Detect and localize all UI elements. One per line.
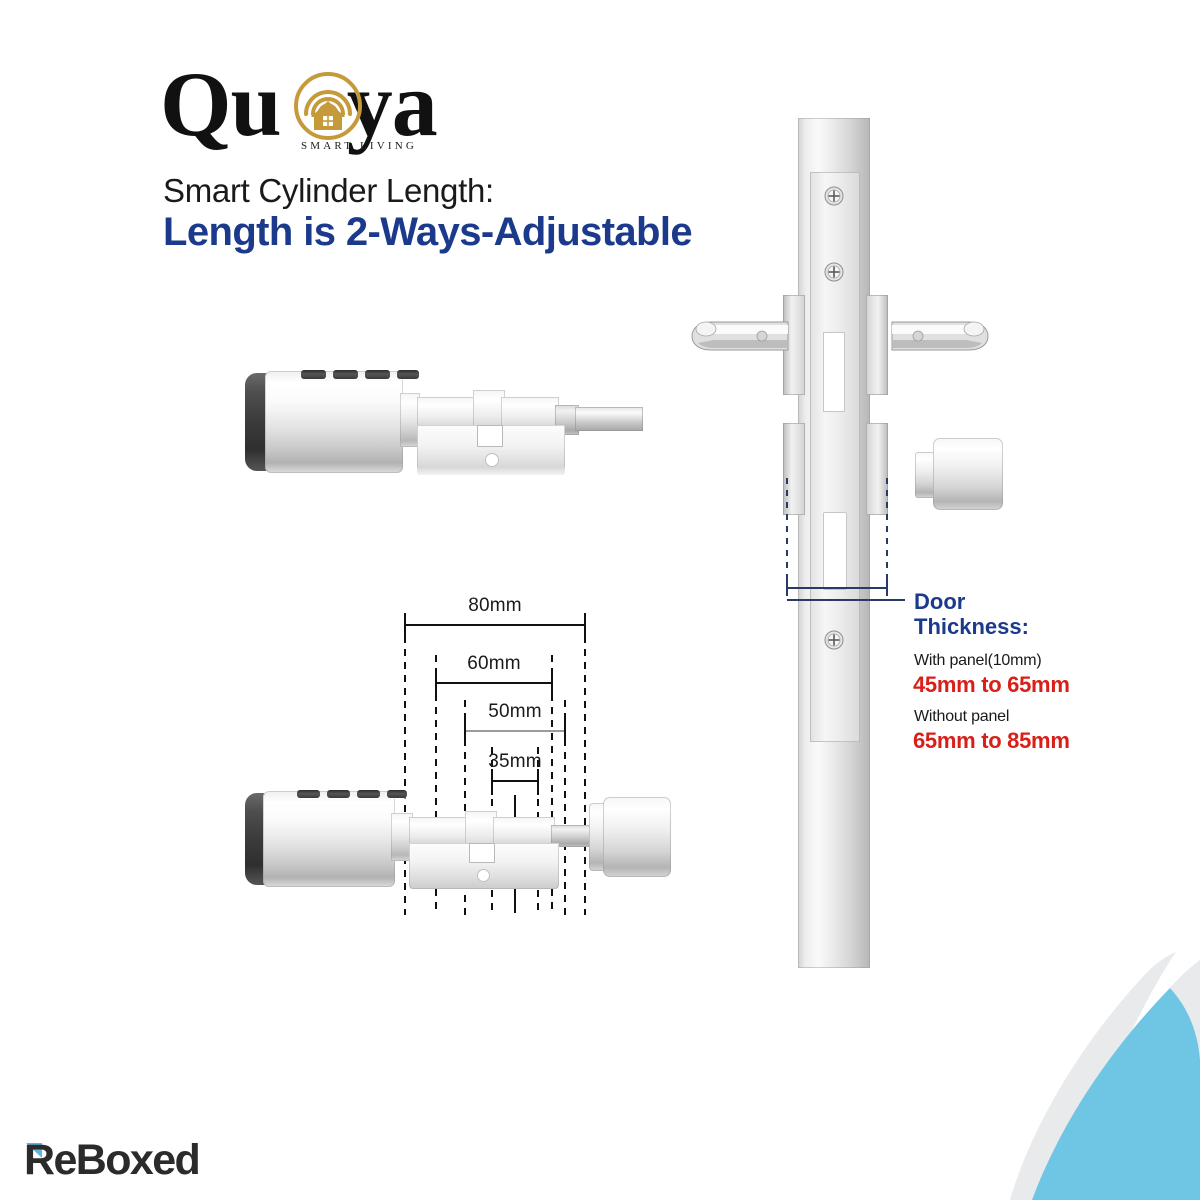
cylinder-slot: [327, 790, 350, 798]
knob-collar: [915, 452, 937, 498]
wordmark-left: Qu: [160, 53, 282, 155]
smart-home-signal-icon: [292, 70, 364, 142]
dimension-label-35mm: 35mm: [488, 751, 542, 772]
detached-thumbturn-knob: [915, 430, 1015, 520]
reboxed-accent-triangle-icon: [26, 1143, 42, 1158]
bottom-cylinder-illustration: [245, 785, 705, 915]
without-panel-range: 65mm to 85mm: [913, 728, 1070, 753]
cylinder-body: [263, 791, 395, 887]
cylinder-slot: [301, 370, 326, 379]
cylinder-screw-hole: [477, 869, 490, 882]
dimension-label-80mm: 80mm: [468, 595, 522, 616]
cylinder-keyway-detail: [477, 425, 503, 447]
with-panel-label: With panel(10mm): [914, 652, 1042, 669]
knob-body: [933, 438, 1003, 510]
lower-hub-collar: [866, 423, 888, 515]
handle-hub-collar: [783, 295, 805, 395]
dimension-diagram: 80mm 60mm 50mm 35mm: [240, 595, 720, 925]
door-thickness-measure-svg: [786, 478, 905, 601]
cylinder-slot: [297, 790, 320, 798]
corner-swoosh-decoration: [940, 950, 1200, 1200]
cylinder-slot: [333, 370, 358, 379]
cylinder-body: [265, 371, 403, 473]
brand-tagline: SMART LIVING: [300, 140, 418, 152]
thumbturn-knob: [603, 797, 671, 877]
reboxed-logo-text: ReBoxed: [24, 1136, 201, 1184]
dimension-label-50mm: 50mm: [488, 701, 542, 722]
dimension-label-60mm: 60mm: [467, 653, 521, 674]
cylinder-screw-hole: [485, 453, 499, 467]
subhead-text: Smart Cylinder Length:: [163, 172, 494, 209]
faceplate-screw-icon: [824, 630, 844, 650]
door-edge-with-handles-assembly: [680, 110, 1040, 970]
door-handle-left: [690, 316, 790, 356]
latch-window: [823, 332, 845, 412]
thumbturn-knob: [589, 803, 607, 871]
cylinder-slot: [387, 790, 407, 798]
door-handle-right: [880, 316, 990, 356]
cylinder-plate-shadow: [417, 467, 565, 475]
cylinder-slot: [357, 790, 380, 798]
cylinder-keyway-detail: [469, 843, 495, 863]
door-faceplate: [810, 172, 860, 742]
with-panel-range: 45mm to 65mm: [913, 672, 1070, 697]
cylinder-tail-blade: [575, 407, 643, 431]
cylinder-neck: [400, 393, 420, 447]
handle-hub-collar: [866, 295, 888, 395]
faceplate-screw-icon: [824, 186, 844, 206]
without-panel-label: Without panel: [914, 708, 1010, 725]
door-thickness-title: Door Thickness:: [914, 589, 1029, 639]
cylinder-tail-shaft: [551, 825, 591, 847]
cylinder-slot: [365, 370, 390, 379]
cylinder-neck: [391, 813, 413, 861]
door-thickness-title-line1: Door: [914, 589, 966, 614]
faceplate-screw-icon: [824, 262, 844, 282]
door-thickness-title-line2: Thickness:: [914, 614, 1029, 639]
deadbolt-window: [823, 512, 847, 590]
cylinder-slot: [397, 370, 419, 379]
reboxed-logo: ReBoxed: [14, 1136, 234, 1188]
page-title: Length is 2-Ways-Adjustable: [163, 210, 693, 254]
top-cylinder-illustration: [245, 355, 665, 495]
lower-hub-collar: [783, 423, 805, 515]
